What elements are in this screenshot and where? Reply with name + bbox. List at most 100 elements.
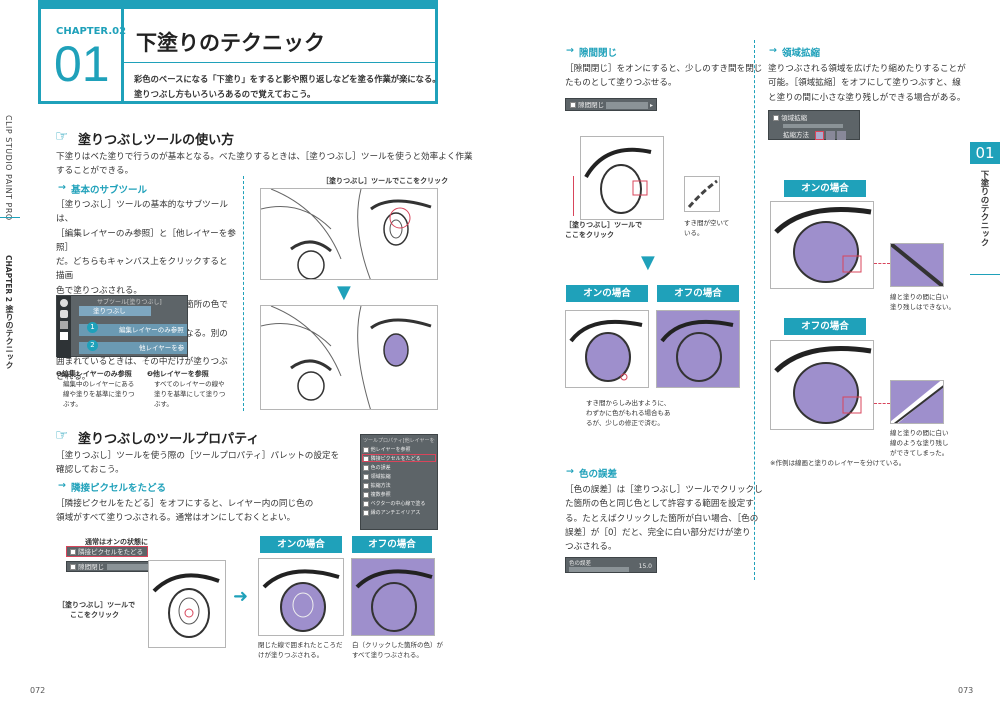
sub1-callout: ［塗りつぶし］ツールでここをクリック: [322, 177, 449, 185]
method-icon[interactable]: [826, 130, 836, 140]
tol-ui-label: 色の誤差: [569, 561, 592, 567]
section1-body-2: することができる。: [56, 166, 134, 176]
area-checkbox[interactable]: [773, 115, 779, 121]
area-off-illustration: [770, 340, 874, 430]
area-body: 塗りつぶされる領域を広げたり縮めたりすることが 可能。［領域拡縮］をオフにして塗…: [768, 62, 966, 105]
tol-body-line: つぶされる。: [565, 542, 617, 553]
subtool-item-1[interactable]: 編集レイヤーのみ参照: [79, 324, 187, 336]
side-rule: [0, 217, 20, 218]
note2-line: ぶす。: [154, 400, 173, 408]
gap-on-illustration: [565, 310, 649, 388]
click-marker: [389, 207, 411, 229]
gap-body: ［隙間閉じ］をオンにすると、少しのすき間を閉じ たものとして塗りつぶせる。: [565, 62, 762, 91]
area-ui-row-1[interactable]: 領域拡縮: [773, 113, 855, 123]
gap-label: 隙間閉じ: [78, 563, 105, 571]
area-on-eye: [774, 207, 872, 283]
gap-body-line: ［隙間閉じ］をオンにすると、少しのすき間を閉じ: [565, 64, 763, 74]
prop-row[interactable]: 他レイヤーを参照: [363, 446, 435, 455]
adjacent-checkbox[interactable]: [70, 549, 76, 555]
area-note: ※作例は線画と塗りのレイヤーを分けている。: [770, 459, 906, 467]
method-icon[interactable]: [815, 130, 825, 140]
caption-off-left: 白（クリックした箇所の色）がすべて塗りつぶされる。: [352, 641, 443, 659]
gap-off-eye: [660, 319, 734, 382]
tool-icon[interactable]: [60, 299, 68, 307]
lead-line-1: 彩色のベースになる「下塗り」をすると影や照り返しなどを塗る作業が楽になる。: [134, 74, 441, 84]
sub2-title: 隣接ピクセルをたどる: [71, 483, 167, 494]
note1-line: 線や塗りを基準に塗りつ: [63, 390, 135, 398]
note-2: ❷他レイヤーを参照 すべてのレイヤーの線や 塗りを基準にして塗りつ ぶす。: [147, 369, 237, 409]
side-brand: CLIP STUDIO PAINT PRO: [4, 115, 13, 221]
prop-highlight: [362, 454, 436, 462]
sub1-line: 色で塗りつぶされる。: [56, 285, 143, 296]
gap-body-line: たものとして塗りつぶせる。: [565, 78, 677, 89]
sub-tol-arrow: →: [566, 466, 574, 477]
gap-ui[interactable]: 隙間閉じ ▸: [565, 98, 657, 111]
tol-body-line: 誤差］が［0］だと、完全に白い部分だけが塗り: [565, 527, 751, 538]
title-rule: [124, 62, 438, 63]
gap-ui-slider[interactable]: [606, 102, 648, 109]
tol-body-line: た箇所の色と同じ色として許容する範囲を設定す: [565, 499, 754, 510]
section2-body-1: ［塗りつぶし］ツールを使う際の［ツールプロパティ］パレットの設定を: [56, 451, 340, 461]
hand-icon: ☞: [55, 426, 69, 444]
prop-row[interactable]: 領域拡縮: [363, 473, 435, 482]
prop-row[interactable]: ベクターの中心線で塗る: [363, 500, 435, 509]
side-strip: CLIP STUDIO PAINT PRO CHAPTER 2 塗りのテクニック: [0, 105, 24, 405]
side-tab-rule: [970, 274, 1000, 275]
side-chapter: CHAPTER 2: [4, 255, 13, 302]
bucket-icon[interactable]: [60, 321, 68, 329]
gap-illustration: [580, 136, 664, 220]
off-tag-left: オフの場合: [352, 536, 432, 553]
gap-ui-checkbox[interactable]: [570, 102, 576, 108]
off-tag-gap: オフの場合: [657, 285, 739, 302]
tool-icon[interactable]: [60, 310, 68, 318]
subtool-tab[interactable]: 塗りつぶし: [79, 306, 151, 316]
chapter-divider: [121, 9, 124, 104]
gap-callout: ［塗りつぶし］ツールでここをクリック: [565, 221, 643, 239]
adjacent-label: 隣接ピクセルをたどる: [78, 548, 144, 556]
area-off-eye: [774, 346, 872, 424]
gap-zoom-line: [687, 179, 718, 208]
area-off-zoom-line: [891, 381, 943, 423]
side-tab: 01 下塗りのテクニック: [970, 142, 1000, 275]
prop-row[interactable]: 縁のアンチエイリアス: [363, 509, 435, 518]
prop-row[interactable]: 複数参照: [363, 491, 435, 500]
sub2-body-2: 領域がすべて塗りつぶされる。通常はオンにしておくとよい。: [56, 513, 296, 523]
sub1-line: ［編集レイヤーのみ参照］と［他レイヤーを参照］: [56, 228, 236, 253]
area-body-line: 可能。［領域拡縮］をオフにして塗りつぶすと、線: [768, 78, 961, 89]
tool-icon[interactable]: [60, 332, 68, 340]
area-body-line: 塗りつぶされる領域を広げたり縮めたりすることが: [768, 64, 966, 74]
tol-ui[interactable]: 色の誤差 15.0: [565, 557, 657, 573]
gap-checkbox[interactable]: [70, 564, 76, 570]
note-1: ❶編集レイヤーのみ参照 編集中のレイヤーにある 線や塗りを基準に塗りつ ぶす。: [56, 369, 146, 409]
gap-zoom-caption: すき間が空いている。: [684, 219, 730, 237]
tol-slider[interactable]: [569, 567, 629, 572]
gap-slider[interactable]: [107, 564, 153, 570]
normal-on-note: 通常はオンの状態に: [85, 538, 148, 546]
page-title: 下塗りのテクニック: [136, 31, 325, 55]
gap-off-illustration: [656, 310, 740, 388]
chapter-number: 01: [54, 36, 110, 92]
prop-row[interactable]: 色の誤差: [363, 464, 435, 473]
section2-title: 塗りつぶしのツールプロパティ: [78, 432, 260, 447]
gap-ui-dropdown-icon[interactable]: ▸: [649, 102, 653, 109]
sub1-title: 基本のサブツール: [71, 185, 148, 196]
area-ui-row-2[interactable]: 拡縮方法: [773, 130, 855, 140]
method-icon[interactable]: [837, 130, 847, 140]
gap-option[interactable]: 隙間閉じ: [66, 561, 156, 572]
prop-row[interactable]: 拡縮方法: [363, 482, 435, 491]
sub2-body-1: ［隣接ピクセルをたどる］をオフにすると、レイヤー内の同じ色の: [56, 499, 314, 509]
gap-eye: [584, 147, 652, 214]
eye-off: [355, 569, 433, 632]
sub2-arrow: →: [58, 480, 66, 491]
section2-body-2: 確認しておこう。: [56, 465, 124, 475]
chapter-label: CHAPTER.02: [56, 26, 127, 37]
subtool-item-2[interactable]: 他レイヤーを参照: [79, 342, 187, 364]
caption-on-left: 閉じた線で囲まれたところだけが塗りつぶされる。: [258, 641, 343, 659]
sub1-line: だ。どちらもキャンバス上をクリックすると描画: [56, 257, 228, 282]
sub-area-title: 領域拡縮: [782, 48, 821, 59]
area-ui-slider[interactable]: [783, 124, 843, 128]
lead-line-2: 塗りつぶし方もいろいろあるので覚えておこう。: [134, 89, 316, 99]
area-ui[interactable]: 領域拡縮 拡縮方法: [768, 110, 860, 140]
illustration-before: [260, 188, 438, 280]
adjacent-option[interactable]: 隣接ピクセルをたどる: [66, 546, 148, 557]
